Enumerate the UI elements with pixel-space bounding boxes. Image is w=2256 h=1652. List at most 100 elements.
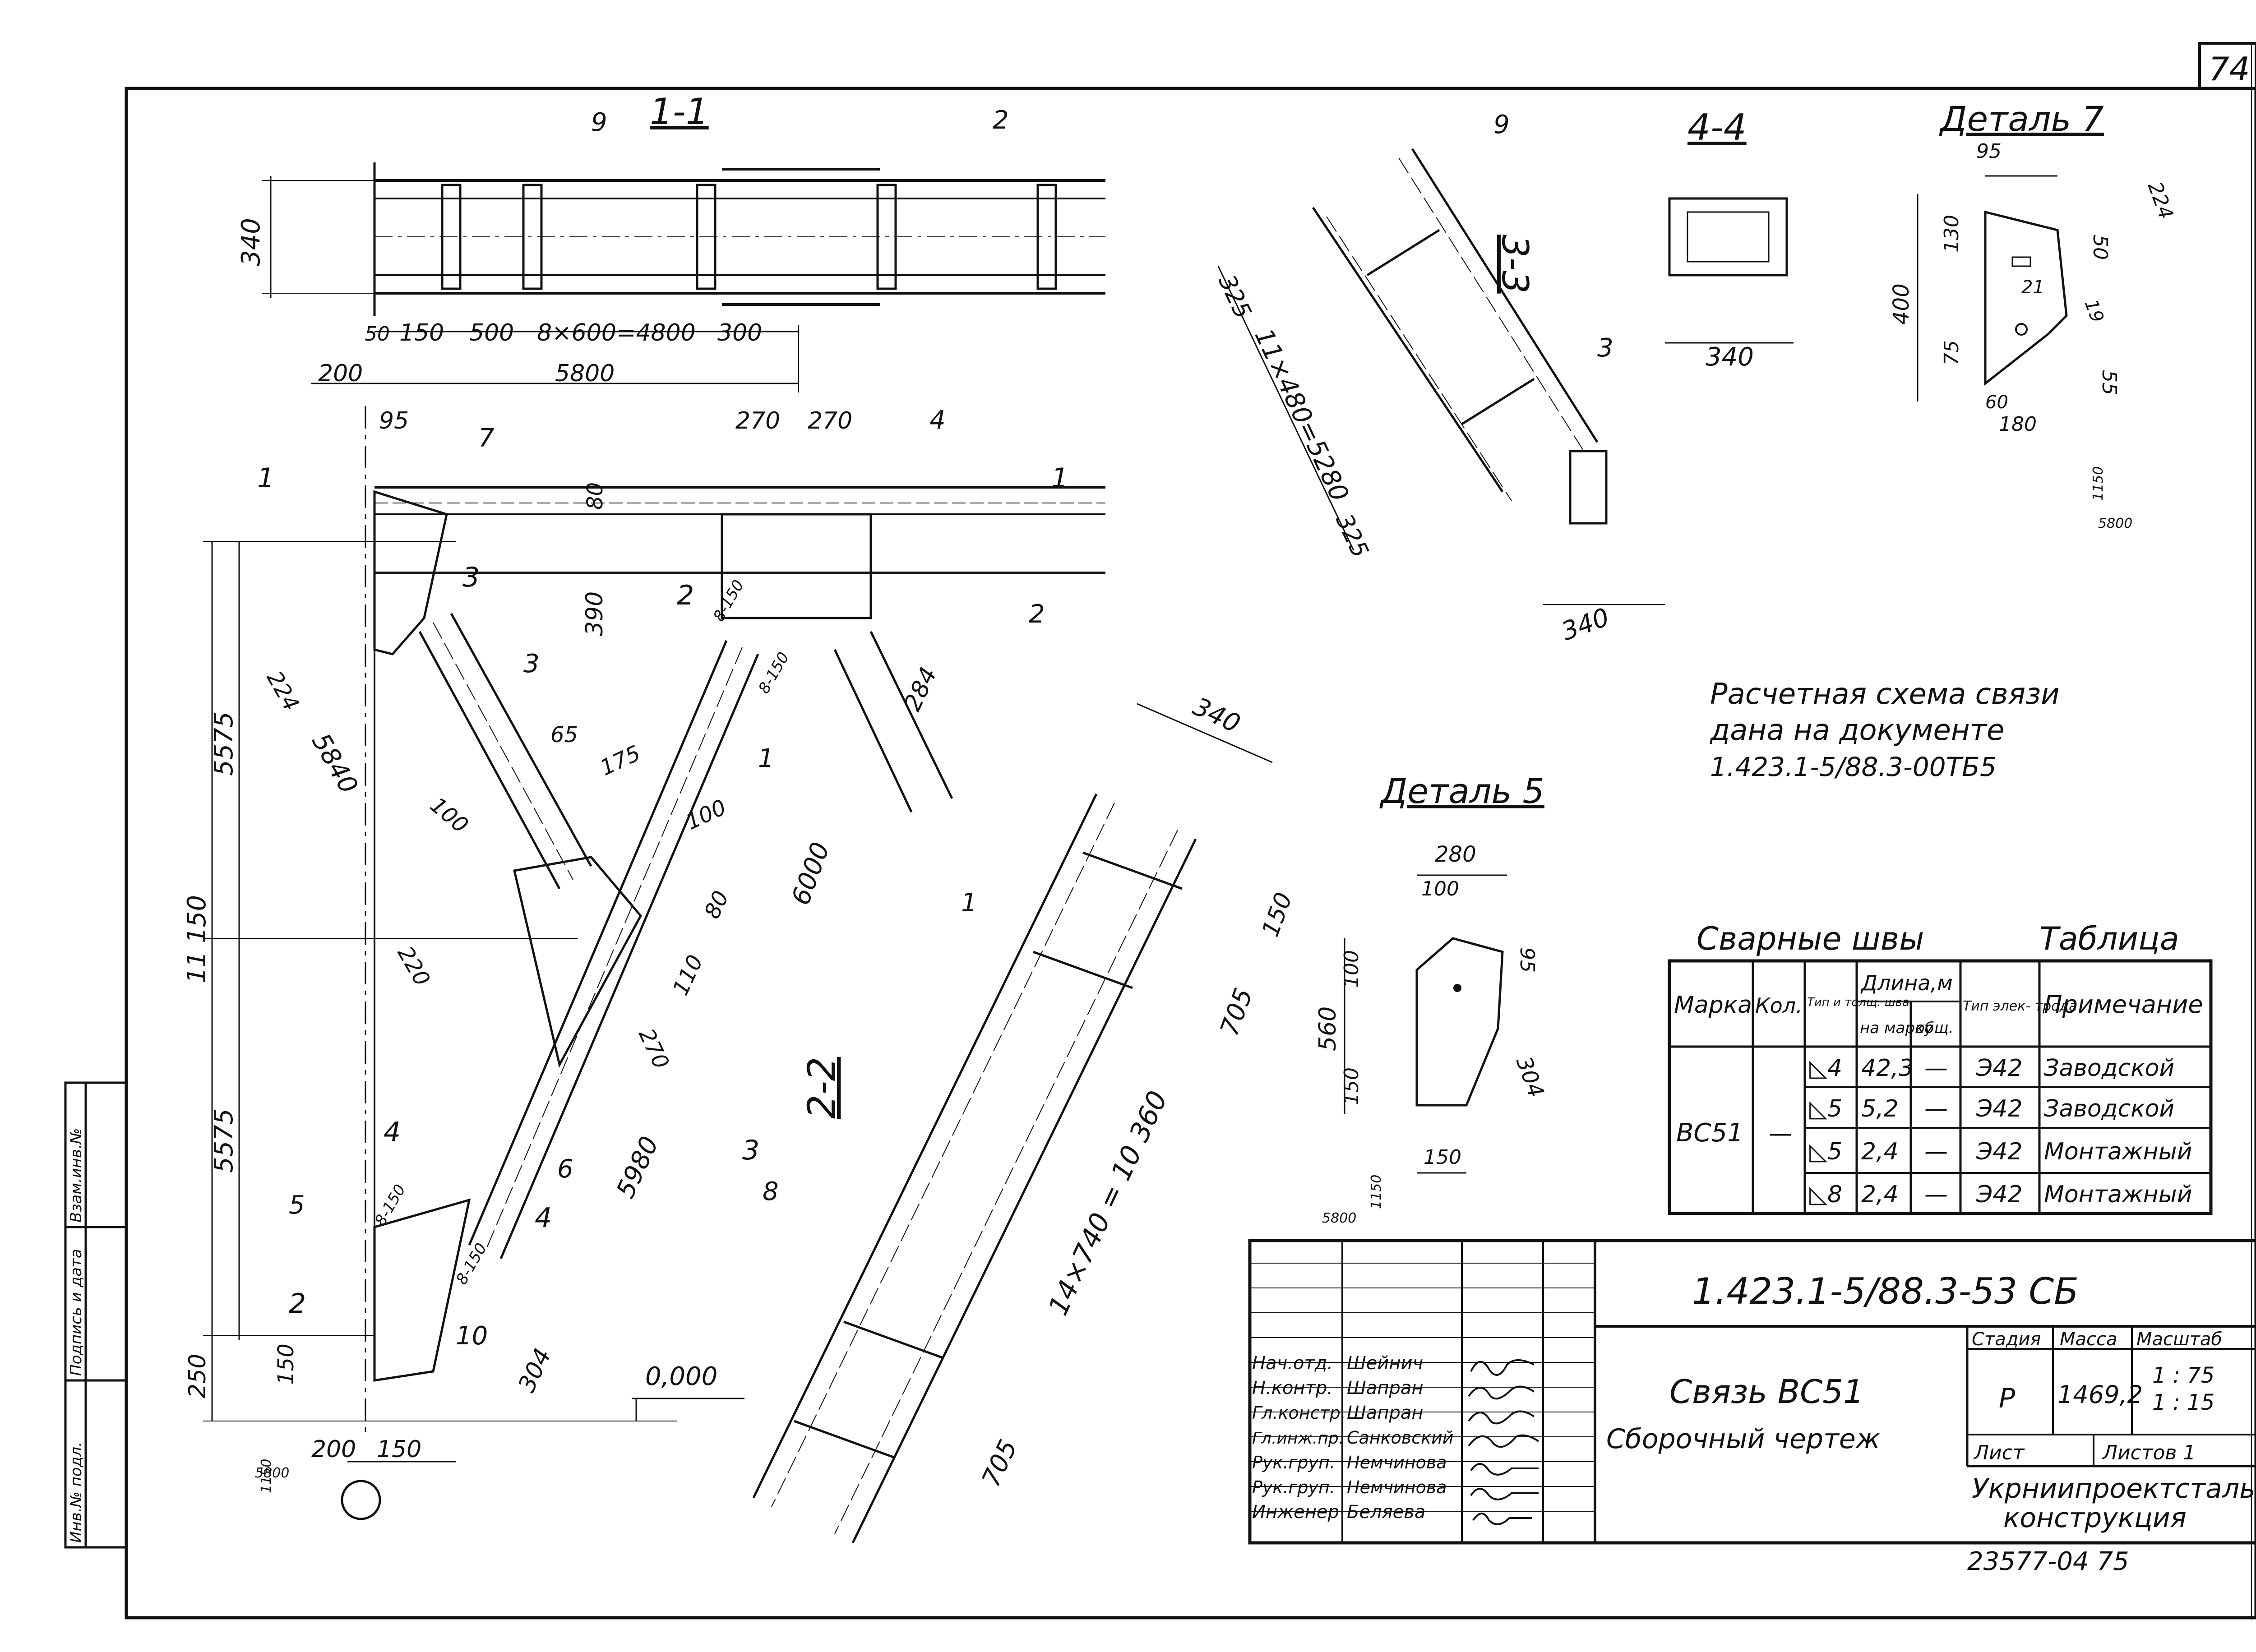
weld-table-row: ◺4 42,3 — Э42 Заводской <box>1809 1055 2174 1082</box>
section-1-1-d-mid: 8×600=4800 <box>537 319 696 346</box>
main-d390: 390 <box>581 591 608 636</box>
staff-role: Нач.отд. <box>1252 1353 1333 1374</box>
main-d224: 224 <box>262 667 304 715</box>
weld-table-row: ◺8 2,4 — Э42 Монтажный <box>1809 1181 2192 1208</box>
section-2-2-d-mid: 14×740 = 10 360 <box>1042 1086 1174 1320</box>
section-1-1-height: 340 <box>236 218 266 266</box>
scale-value-2: 1 : 15 <box>2152 1390 2214 1415</box>
section-2-2-d150: 150 <box>1257 889 1298 941</box>
section-3-3-title: 3-3 <box>1494 235 1536 294</box>
staff-row: Гл.инж.пр. Санковский <box>1252 1428 1454 1448</box>
section-1-1-title: 1-1 <box>650 91 709 133</box>
staff-row: Рук.груп. Немчинова <box>1252 1453 1447 1472</box>
signature <box>1468 1434 1539 1448</box>
cut-label-2-bottom: 2 <box>289 1288 306 1320</box>
section-3-3-drawing <box>1217 148 1665 605</box>
main-marker-1: 1 <box>758 744 774 773</box>
drawing-name-line-2: Сборочный чертеж <box>1606 1423 1880 1455</box>
org-name-line-1: Укрниипроектсталь- <box>1972 1473 2256 1504</box>
signature <box>1470 1359 1535 1376</box>
detail-7-slope-top: 1150 <box>2090 466 2106 501</box>
section-1-1-drawing <box>262 162 1105 392</box>
detail-5-d100b: 100 <box>1340 950 1363 988</box>
weld-row-note: Заводской <box>2044 1055 2174 1082</box>
bottom-reference: 23577-04 75 <box>1967 1547 2129 1576</box>
main-d200: 200 <box>311 1436 356 1463</box>
section-1-1-d200: 200 <box>318 360 363 387</box>
detail-5-title: Деталь 5 <box>1379 771 1544 811</box>
staff-row: Гл.констр. Шапран <box>1252 1403 1424 1423</box>
main-d284: 284 <box>899 663 942 715</box>
main-d95: 95 <box>379 407 409 434</box>
signature <box>1470 1463 1539 1476</box>
sheets-label: Листов 1 <box>2102 1441 2196 1464</box>
stage-label: Стадия <box>1972 1329 2041 1350</box>
cut-label-3-bottom: 3 <box>742 1135 759 1166</box>
detail-7-drawing <box>1917 175 2068 401</box>
staff-row: Инженер Беляева <box>1252 1502 1425 1523</box>
signatures <box>1468 1359 1539 1525</box>
weld-row-note: Заводской <box>2044 1095 2174 1122</box>
main-d175: 175 <box>596 740 644 780</box>
staff-role: Инженер <box>1252 1502 1339 1523</box>
weld-table-header-electrode: Тип элек- трода <box>1963 998 2077 1014</box>
detail-7-d19: 19 <box>2080 297 2108 326</box>
section-2-2-d705-top: 705 <box>1215 984 1259 1040</box>
cut-label-3-top: 3 <box>462 562 480 593</box>
detail-5-drawing <box>1344 874 1507 1174</box>
cut-label-2-top: 2 <box>677 580 694 611</box>
page-number: 74 <box>2209 50 2250 88</box>
main-marker-7: 7 <box>478 424 495 453</box>
weld-row-per-mark: 2,4 <box>1861 1181 1899 1208</box>
main-marker-6: 6 <box>557 1154 573 1184</box>
main-d5980: 5980 <box>611 1132 665 1203</box>
main-weld-2: 8-150 <box>755 649 793 697</box>
main-marker-10: 10 <box>456 1321 488 1351</box>
detail-7-d75: 75 <box>1940 340 1963 365</box>
section-3-3-d340: 340 <box>1558 603 1613 647</box>
section-3-3-d-mid: 11×480=5280 <box>1248 324 1354 506</box>
main-marker-3: 3 <box>523 649 540 678</box>
weld-row-type: ◺5 <box>1809 1095 1842 1122</box>
sheet-label: Лист <box>1973 1441 2025 1464</box>
section-2-2-d340: 340 <box>1188 692 1244 739</box>
detail-7-d21: 21 <box>2021 277 2044 298</box>
staff-row: Нач.отд. Шейнич <box>1252 1353 1423 1374</box>
weld-table-header-mark: Марка <box>1674 992 1752 1019</box>
weld-table-header-length-total: общ. <box>1915 1019 1954 1037</box>
main-d270c: 270 <box>633 1024 674 1073</box>
signature <box>1468 1410 1535 1425</box>
stamp-inv-replaced: Взам.инв.№ <box>67 1128 85 1223</box>
detail-5-d100: 100 <box>1421 877 1459 900</box>
section-1-1-total: 5800 <box>555 360 615 387</box>
staff-role: Гл.инж.пр. <box>1252 1429 1344 1448</box>
main-d110: 110 <box>668 951 708 999</box>
main-weld-3: 8-150 <box>371 1181 409 1229</box>
weld-row-note: Монтажный <box>2044 1138 2192 1165</box>
detail-5-d560: 560 <box>1314 1006 1341 1051</box>
detail-7-d180: 180 <box>1999 413 2037 436</box>
staff-name: Беляева <box>1347 1502 1425 1523</box>
section-3-3-d325-bottom: 325 <box>1330 510 1373 562</box>
main-d220: 220 <box>393 942 435 990</box>
mass-label: Масса <box>2060 1329 2117 1350</box>
weld-table-header-note: Примечание <box>2044 990 2203 1019</box>
detail-7-d60: 60 <box>1985 392 2008 413</box>
main-slope-top: 1150 <box>259 1459 274 1493</box>
weld-row-type: ◺8 <box>1809 1181 1842 1208</box>
main-elevation-drawing <box>203 406 1105 1520</box>
weld-row-total: — <box>1924 1138 1948 1165</box>
section-1-1-d500: 500 <box>469 319 514 346</box>
section-3-3-d325-top: 325 <box>1213 271 1256 323</box>
detail-5-d150b: 150 <box>1424 1146 1461 1169</box>
weld-table-qty: — <box>1769 1120 1792 1147</box>
weld-row-per-mark: 2,4 <box>1861 1138 1899 1165</box>
staff-name: Шейнич <box>1347 1353 1423 1374</box>
section-3-3-marker-3: 3 <box>1597 333 1613 363</box>
section-4-4-d340: 340 <box>1706 342 1754 372</box>
staff-name: Немчинова <box>1347 1477 1447 1497</box>
detail-5-d280: 280 <box>1435 842 1476 867</box>
detail-5-d150: 150 <box>1340 1067 1363 1105</box>
section-1-1-marker-2: 2 <box>993 106 1009 135</box>
sheet-frame <box>125 42 2256 1620</box>
